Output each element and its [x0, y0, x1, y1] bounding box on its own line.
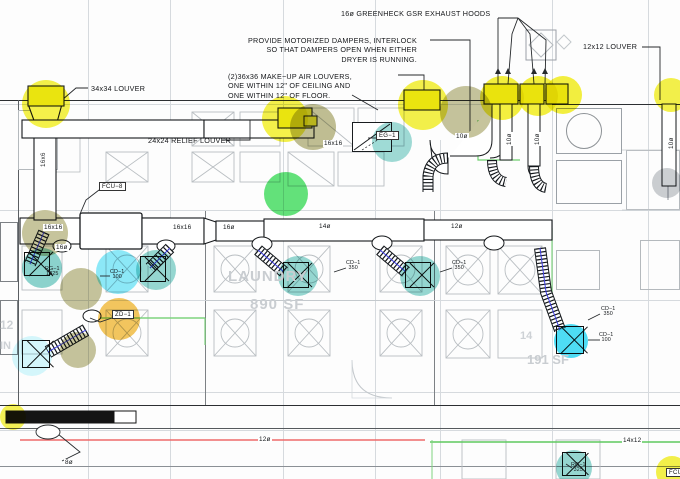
highlight-yellow [544, 76, 582, 114]
duct-label-16x16-upper: 16x16 [323, 140, 344, 147]
device-tag-cd1-350-c[interactable]: CD−1 350 [601, 306, 616, 318]
unit-room [556, 250, 600, 290]
interior-wall-v-mid2 [434, 211, 436, 405]
duct-label-14round: 14ø [318, 223, 332, 230]
highlight-olive [60, 332, 96, 368]
room-text-partial-left-2: IN [0, 340, 11, 352]
highlight-teal [22, 248, 62, 288]
highlight-yellow [22, 80, 70, 128]
equipment-tag-zd-1[interactable]: ZD−1 [112, 310, 135, 319]
highlight-cyan [12, 336, 52, 376]
partition-left-2 [0, 300, 18, 355]
duct-label-16x16-left: 16x16 [43, 224, 64, 231]
highlight-teal [400, 256, 440, 296]
device-tag-cd1-100-left[interactable]: CD−1 100 [110, 269, 125, 281]
interior-wall-v-mid [205, 211, 207, 405]
highlight-teal [556, 450, 592, 479]
duct-label-16round: 16ø [222, 224, 236, 231]
grid-line-h [0, 104, 680, 105]
highlight-olive [440, 86, 492, 138]
device-tag-rg1-325[interactable]: RG−1 325 [571, 462, 586, 474]
highlight-olive [60, 268, 102, 310]
room-name-laundry: LAUNDRY [228, 268, 308, 285]
highlight-yellow [0, 404, 26, 430]
exterior-wall-lower-2 [0, 466, 680, 468]
device-tag-cd1-350-a[interactable]: CD−1 350 [346, 260, 361, 272]
highlight-cyan [96, 250, 140, 294]
equipment-tag-fcu-8[interactable]: FCU−8 [99, 182, 126, 191]
unit-room [556, 160, 622, 204]
unit-room [556, 108, 622, 154]
exterior-wall-top [0, 100, 222, 102]
highlight-yellow [654, 78, 680, 112]
room-area-right: 191 SF [527, 352, 569, 367]
interior-wall-h-mid [205, 300, 435, 301]
highlight-cyan [554, 324, 588, 358]
device-tag-cd1-100-right[interactable]: CD−1 100 [599, 332, 614, 344]
grid-line-h [0, 430, 680, 431]
note-24x24-relief-louver: 24x24 RELIEF LOUVER [148, 136, 232, 145]
note-34x34-louver: 34x34 LOUVER [91, 84, 146, 93]
note-makeup-air-louvers: (2)36x36 MAKE−UP AIR LOUVERS, ONE WITHIN… [228, 72, 352, 100]
note-exhaust-hoods: 16ø GREENHECK GSR EXHAUST HOODS [341, 9, 491, 18]
highlight-teal [278, 256, 318, 296]
exterior-wall-lower [0, 428, 680, 430]
duct-label-16x16-mid: 16x16 [172, 224, 193, 231]
highlight-gray [652, 168, 680, 198]
unit-circle [566, 113, 602, 149]
duct-label-12round: 12ø [450, 223, 464, 230]
highlight-teal [136, 250, 176, 290]
exterior-wall-top-far-right [552, 104, 680, 106]
duct-label-14x12-bottom: 14x12 [622, 437, 643, 444]
device-tag-cd1-350-b[interactable]: CD−1 350 [452, 260, 467, 272]
equipment-tag-fcu-bottom[interactable]: FCU [666, 468, 680, 477]
room-area-laundry: 890 SF [250, 296, 305, 313]
diamond-symbol [524, 28, 558, 62]
note-12x12-louver: 12x12 LOUVER [583, 42, 638, 51]
interior-wall-v-left [18, 100, 20, 405]
highlight-green [264, 172, 308, 216]
grid-line-v [648, 0, 649, 479]
exterior-wall-bottom [0, 405, 680, 407]
room-text-partial-left: 12 [0, 318, 14, 332]
note-motorized-dampers: PROVIDE MOTORIZED DAMPERS, INTERLOCK SO … [248, 36, 418, 64]
grid-line-h [0, 210, 680, 211]
diamond-symbol-small [556, 34, 572, 50]
device-tag-rg1-1325[interactable]: RG−1 1325 [45, 266, 60, 278]
duct-label-16round-branch: 16ø [55, 244, 69, 251]
duct-label-10round-a: 10ø [455, 133, 469, 140]
highlight-teal [372, 122, 412, 162]
highlight-orange [98, 298, 140, 340]
exterior-wall-top-right [222, 100, 552, 102]
partition-left-1 [0, 222, 18, 282]
highlight-yellow [398, 80, 448, 130]
duct-label-12round-bottom: 12ø [258, 436, 272, 443]
room-text-partial-right: 14 [520, 330, 533, 342]
grid-line-v [440, 140, 441, 479]
duct-label-8round: 8ø [64, 459, 74, 466]
equipment-tag-eg-1[interactable]: EG−1 [376, 131, 399, 140]
grid-line-h [0, 392, 680, 393]
